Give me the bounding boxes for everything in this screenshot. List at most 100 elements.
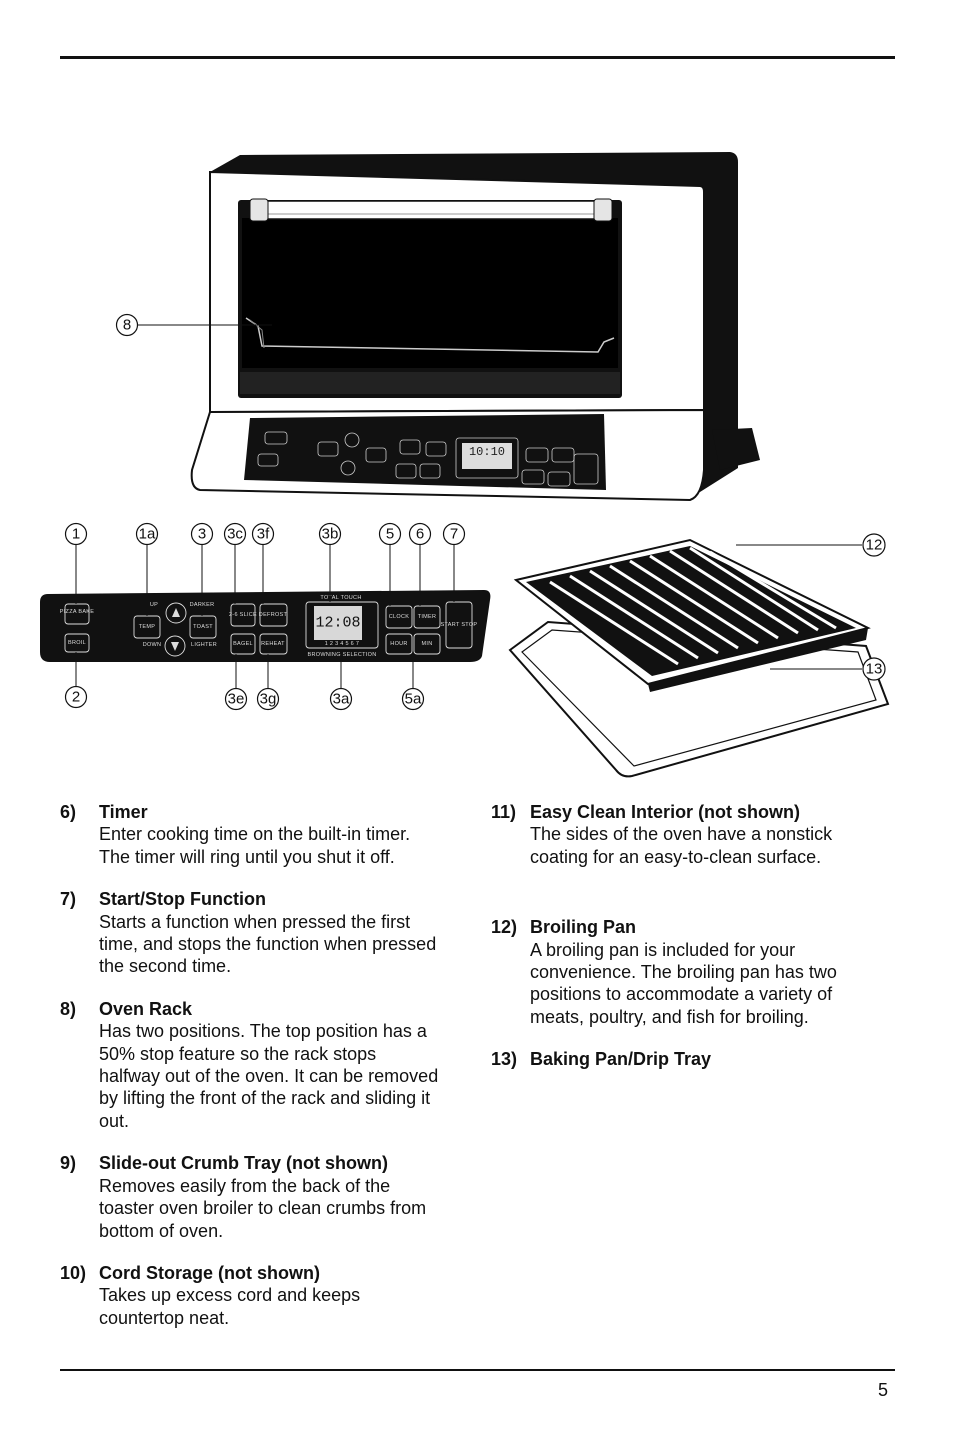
svg-text:3: 3 [198,526,206,543]
svg-text:5: 5 [386,526,394,543]
callout-2: 2 [64,685,88,709]
item-number: 9) [60,1153,77,1174]
slice-button[interactable] [230,603,256,627]
item-title: Easy Clean Interior (not shown) [530,802,801,822]
lcd-readout: 12:08 [315,615,360,632]
toaster-oven-illustration: 10:10 [190,152,760,502]
part-item-8: 8) Oven Rack Has two positions. The top … [60,998,440,1132]
part-item-6: 6) Timer Enter cooking time on the built… [60,801,440,868]
item-number: 7) [60,889,77,910]
item-number: 11) [491,802,517,822]
lcd-frame [305,601,379,649]
callout-1: 1 [64,522,88,546]
parts-list-left: 6) Timer Enter cooking time on the built… [60,801,440,1349]
item-title: Timer [99,802,148,822]
page-number: 5 [878,1380,889,1400]
item-description: Removes easily from the back of the toas… [99,1175,427,1241]
part-item-11: 11) Easy Clean Interior (not shown) The … [491,801,871,868]
toast-label: TOAST [193,624,213,630]
item-number: 6) [60,802,77,822]
parts-list-right: 11) Easy Clean Interior (not shown) The … [491,801,871,1091]
svg-text:7: 7 [450,526,458,543]
svg-text:1: 1 [72,526,80,543]
down-label: DOWN [143,642,162,648]
callout-3g: 3g [256,687,280,711]
svg-text:3f: 3f [257,526,270,543]
part-item-7: 7) Start/Stop Function Starts a function… [60,888,440,978]
brand-label: TOTAL TOUCH [320,595,361,601]
svg-text:12: 12 [866,537,883,554]
bagel-label: BAGEL [233,641,253,647]
item-number: 10) [60,1262,87,1283]
part-item-9: 9) Slide-out Crumb Tray (not shown) Remo… [60,1152,440,1242]
callout-3c: 3c [223,522,247,546]
item-title: Oven Rack [99,998,193,1019]
min-button[interactable] [413,633,441,655]
callout-8: 8 [115,313,139,337]
down-arrow-icon [171,642,179,651]
start-stop-label: START STOP [441,622,478,628]
item-number: 13) [491,1049,518,1070]
lcd-display [314,606,362,640]
control-panel-closeup: PIZZA BAKE BROIL UP TEMP DOWN DARKER TOA… [40,590,491,662]
callout-3e: 3e [224,687,248,711]
callout-3a: 3a [329,687,353,711]
item-description: A broiling pan is included for your conv… [530,939,837,1027]
svg-text:3c: 3c [227,526,243,543]
timer-button[interactable] [413,605,441,629]
slice-label: 2-6 SLICE [229,612,257,618]
broil-button[interactable] [64,633,90,653]
hour-label: HOUR [390,641,407,647]
hour-button[interactable] [385,633,413,655]
up-label: UP [150,602,158,608]
svg-text:3b: 3b [322,526,339,543]
svg-text:8: 8 [123,317,131,334]
small-display-readout: 10:10 [469,445,505,459]
callout-6: 6 [408,522,432,546]
svg-text:3g: 3g [260,691,277,708]
callout-5: 5 [378,522,402,546]
item-number: 8) [60,998,77,1019]
callout-13: 13 [862,657,886,681]
pizza-bake-button[interactable] [64,603,90,625]
item-title: Slide-out Crumb Tray (not shown) [99,1153,388,1174]
browning-scale: 1 2 3 4 5 6 7 [325,641,359,647]
bagel-button[interactable] [230,633,256,655]
svg-text:13: 13 [866,661,883,678]
item-description: Has two positions. The top position has … [99,1021,439,1131]
item-title: Start/Stop Function [99,889,266,910]
leader-lines [75,324,862,688]
defrost-button[interactable] [259,603,288,627]
part-item-13: 13) Baking Pan/Drip Tray [491,1048,871,1070]
broiling-pan-illustration [508,538,890,778]
callout-3b: 3b [318,522,342,546]
top-rule [60,56,895,59]
part-item-12: 12) Broiling Pan A broiling pan is inclu… [491,916,871,1028]
svg-text:3a: 3a [333,691,350,708]
lighter-label: LIGHTER [191,642,217,648]
defrost-label: DEFROST [259,612,288,618]
broil-label: BROIL [68,640,86,646]
svg-text:5a: 5a [405,691,422,708]
up-arrow-icon [172,608,180,617]
item-description: Enter cooking time on the built-in timer… [99,824,411,867]
item-title: Broiling Pan [530,917,637,938]
toast-button[interactable] [189,615,217,639]
callout-7: 7 [442,522,466,546]
clock-label: CLOCK [389,614,409,620]
item-title: Cord Storage (not shown) [99,1262,320,1283]
timer-label: TIMER [418,614,437,620]
reheat-button[interactable] [259,633,288,655]
callout-3: 3 [190,522,214,546]
item-description: The sides of the oven have a nonstick co… [530,824,833,867]
temp-label: TEMP [139,624,156,630]
callout-5a: 5a [401,687,425,711]
callout-1a: 1a [135,522,159,546]
callout-12: 12 [862,533,886,557]
svg-text:1a: 1a [139,526,156,543]
clock-button[interactable] [385,605,413,629]
start-stop-button[interactable] [445,601,473,649]
part-item-10: 10) Cord Storage (not shown) Takes up ex… [60,1262,440,1329]
min-label: MIN [422,641,433,647]
bottom-rule [60,1369,895,1371]
